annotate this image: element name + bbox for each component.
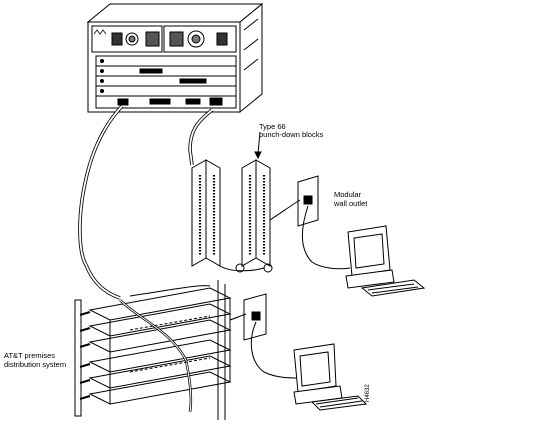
wall-outlet-upper bbox=[269, 175, 351, 270]
figure-id: H4632 bbox=[365, 384, 371, 402]
cable-router-to-punchdown bbox=[188, 108, 214, 166]
workstation-lower bbox=[293, 343, 368, 411]
premises-label: AT&T premises distribution system bbox=[4, 351, 66, 369]
wall-outlet-lower bbox=[229, 293, 301, 379]
wall-outlet-label-line2: wall outlet bbox=[334, 199, 368, 208]
premises-label-line2: distribution system bbox=[4, 360, 67, 369]
punch-down-blocks bbox=[191, 131, 273, 273]
punch-down-label: Type 66 punch-down blocks bbox=[259, 122, 323, 139]
wall-outlet-label-line1: Modular bbox=[334, 190, 362, 199]
distribution-rack bbox=[74, 280, 232, 420]
premises-label-line1: AT&T premises bbox=[4, 351, 55, 360]
punch-down-label-line1: Type 66 bbox=[259, 122, 286, 131]
punch-down-label-line2: punch-down blocks bbox=[259, 130, 324, 139]
cable-router-to-distribution bbox=[78, 104, 124, 300]
wall-outlet-label: Modular wall outlet bbox=[334, 190, 367, 208]
router-chassis bbox=[86, 2, 264, 114]
workstation-upper bbox=[345, 225, 426, 297]
